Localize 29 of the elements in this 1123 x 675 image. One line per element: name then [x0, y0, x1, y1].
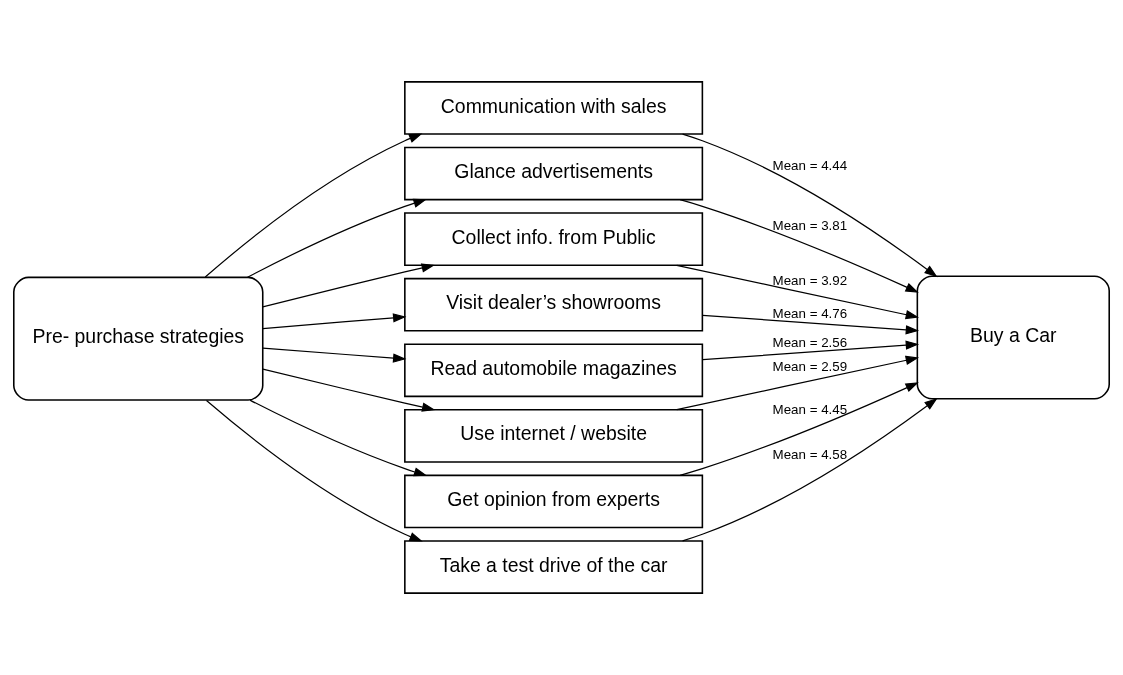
edge-label: Mean = 4.44 — [772, 157, 848, 173]
node-box: Collect info. from Public — [404, 212, 704, 267]
arrow — [262, 313, 407, 330]
edge-label: Mean = 3.92 — [772, 273, 848, 289]
node-box: Get opinion from experts — [404, 474, 704, 529]
arrow — [204, 133, 423, 278]
node-box: Use internet / website — [404, 408, 704, 463]
node-box: Communication with sales — [404, 81, 704, 135]
edge-label: Mean = 2.59 — [772, 359, 848, 375]
node-box: Pre- purchase strategies — [13, 276, 264, 401]
arrow — [262, 368, 436, 412]
arrow — [682, 397, 938, 542]
arrow — [702, 340, 920, 361]
node-box: Buy a Car — [916, 275, 1110, 400]
arrow — [702, 314, 920, 335]
node-box: Read automobile magazines — [404, 343, 704, 398]
arrow — [246, 198, 427, 278]
arrow — [262, 263, 435, 308]
edge-label: Mean = 4.58 — [772, 446, 848, 462]
arrow — [262, 347, 407, 363]
edge-label: Mean = 3.81 — [772, 218, 848, 234]
arrow — [249, 399, 428, 477]
node-box: Take a test drive of the car — [404, 540, 704, 594]
node-box: Glance advertisements — [404, 146, 704, 201]
node-box: Visit dealer’s showrooms — [404, 277, 704, 332]
arrow — [205, 399, 423, 542]
edge-label: Mean = 2.56 — [772, 334, 848, 350]
edge-label: Mean = 4.45 — [772, 401, 848, 417]
edge-label: Mean = 4.76 — [772, 305, 848, 321]
